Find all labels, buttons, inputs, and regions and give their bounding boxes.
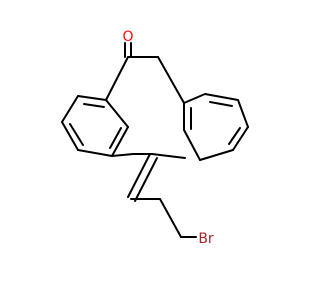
molecule-structure-diagram: O Br	[61, 29, 249, 247]
alkylidene-chain	[127, 153, 197, 238]
central-seven-membered-ring	[105, 56, 186, 159]
bromine-atom-label: Br	[198, 231, 214, 247]
left-benzene-ring	[61, 95, 134, 157]
oxygen-atom-label: O	[122, 29, 133, 45]
carbonyl-bond	[124, 42, 132, 58]
right-benzene-ring	[183, 93, 249, 161]
